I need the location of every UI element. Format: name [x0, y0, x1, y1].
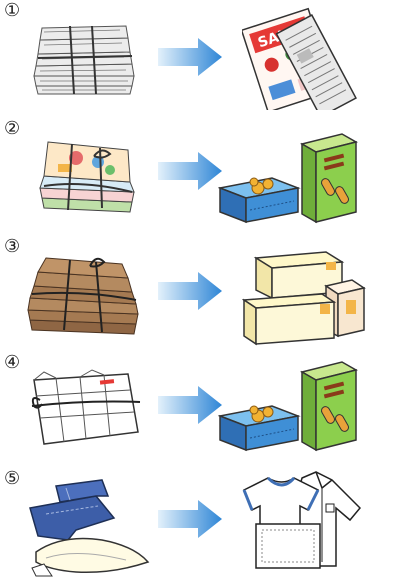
cardboard-bundle-icon [24, 250, 146, 340]
arrow-right-icon [158, 386, 222, 424]
magazine-bundle-icon [34, 136, 144, 222]
cardboard-boxes-icon [242, 240, 368, 348]
step-number: ⑤ [4, 468, 21, 489]
arrow-right-icon [158, 500, 222, 538]
newspapers-and-flyers-icon: SALE [242, 6, 357, 110]
step-number: ① [4, 0, 21, 21]
step-number: ② [4, 118, 21, 139]
recycle-row-1: ① [0, 0, 393, 112]
arrow-right-icon [158, 38, 222, 76]
paper-boxes-icon [218, 358, 366, 458]
clothes-pile-icon [16, 478, 156, 578]
milk-carton-bundle-icon [26, 366, 144, 452]
recycle-row-5: ⑤ [0, 468, 393, 582]
reused-clothes-icon [232, 470, 372, 580]
recycle-row-3: ③ [0, 236, 393, 348]
newspaper-bundle-icon [30, 20, 140, 102]
arrow-right-icon [158, 272, 222, 310]
recycle-row-4: ④ [0, 352, 393, 464]
paper-boxes-icon [218, 130, 366, 230]
recycle-row-2: ② [0, 118, 393, 230]
step-number: ④ [4, 352, 21, 373]
arrow-right-icon [158, 152, 222, 190]
step-number: ③ [4, 236, 21, 257]
